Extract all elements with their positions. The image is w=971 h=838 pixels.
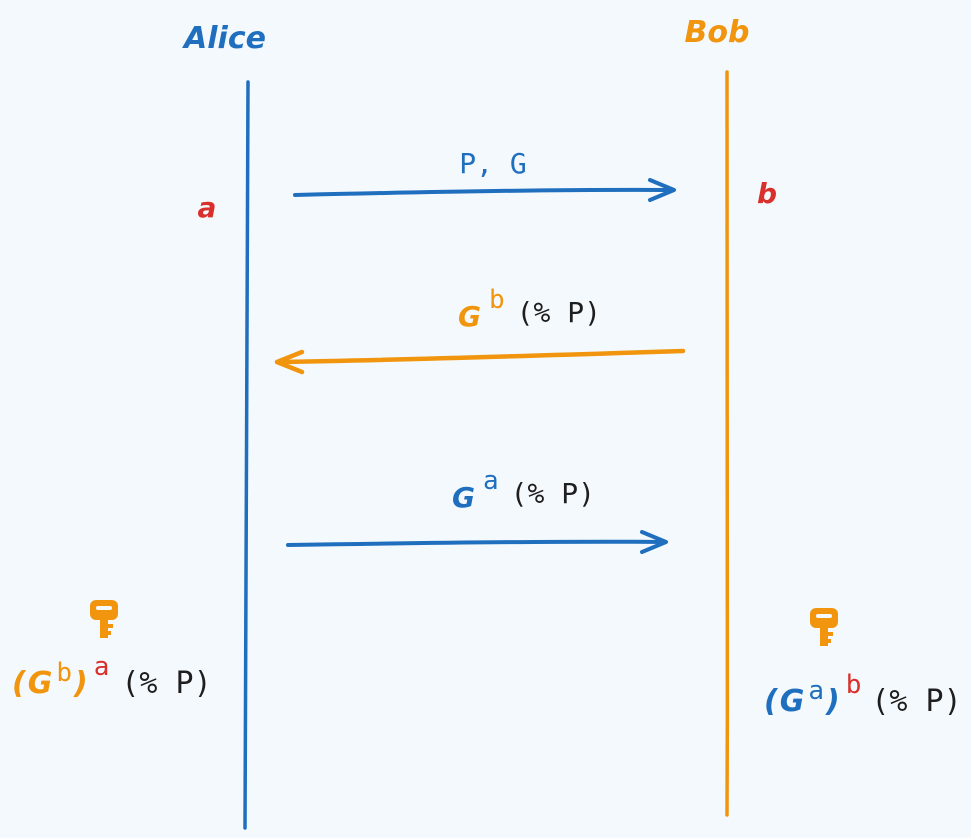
message-3-arrow — [286, 539, 666, 547]
message-3-base: G — [452, 481, 475, 514]
message-1-arrowhead — [648, 178, 676, 202]
bob-key-modulus: (% P) — [871, 684, 961, 719]
key-icon — [810, 608, 838, 646]
bob-key-inner-exponent: a — [808, 676, 824, 706]
message-2-exponent: b — [489, 285, 505, 315]
bob-key-base: G — [780, 684, 805, 719]
alice-lifeline — [243, 80, 250, 830]
bob-key-open-paren: ( — [764, 684, 779, 719]
alice-key-close-paren: ) — [73, 666, 88, 701]
message-1-label: P, G — [459, 147, 526, 180]
bob-key-close-paren: ) — [825, 684, 840, 719]
message-2-base: G — [458, 300, 481, 333]
message-2-arrowhead — [274, 349, 305, 375]
alice-key-open-paren: ( — [12, 666, 27, 701]
alice-key-inner-exponent: b — [56, 658, 72, 688]
bob-key-outer-exponent: b — [846, 670, 862, 700]
message-2-modulus: (% P) — [517, 296, 601, 329]
message-3-exponent: a — [483, 466, 499, 496]
alice-secret: a — [198, 191, 217, 224]
message-3-modulus: (% P) — [511, 477, 595, 510]
message-1-arrow — [293, 187, 674, 197]
alice-key-base: G — [28, 666, 53, 701]
key-icon — [90, 600, 118, 638]
bob-secret: b — [757, 177, 777, 210]
alice-label: Alice — [182, 21, 266, 56]
bob-label: Bob — [685, 15, 750, 50]
message-3-arrowhead — [640, 530, 668, 554]
bob-lifeline — [725, 70, 730, 817]
message-2-arrow — [275, 348, 686, 365]
alice-key-modulus: (% P) — [121, 666, 211, 701]
alice-key-outer-exponent: a — [94, 652, 110, 682]
